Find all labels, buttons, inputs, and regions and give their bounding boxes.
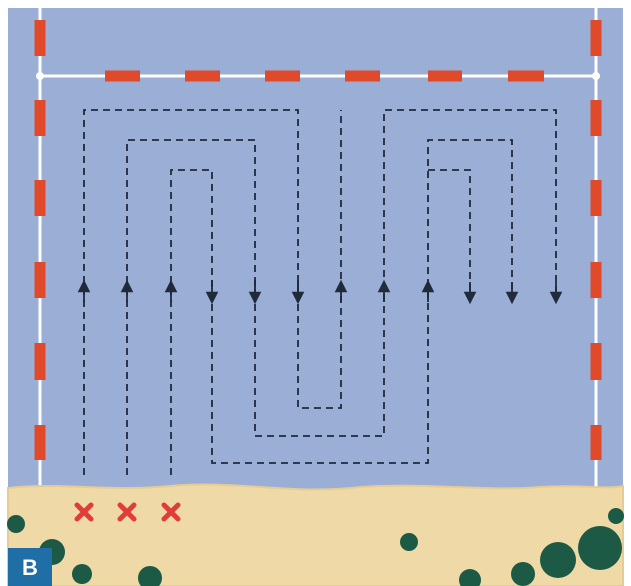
right-corner-buoy [592, 72, 600, 80]
left-corner-buoy [36, 72, 44, 80]
panel-letter: B [22, 555, 38, 580]
pebble-icon [511, 562, 535, 586]
pebble-icon [578, 526, 622, 570]
pebble-icon [72, 564, 92, 584]
pebble-icon [608, 508, 624, 524]
pebble-icon [540, 542, 576, 578]
panel-label: B [8, 548, 52, 586]
pebble-icon [7, 515, 25, 533]
pebble-icon [400, 533, 418, 551]
